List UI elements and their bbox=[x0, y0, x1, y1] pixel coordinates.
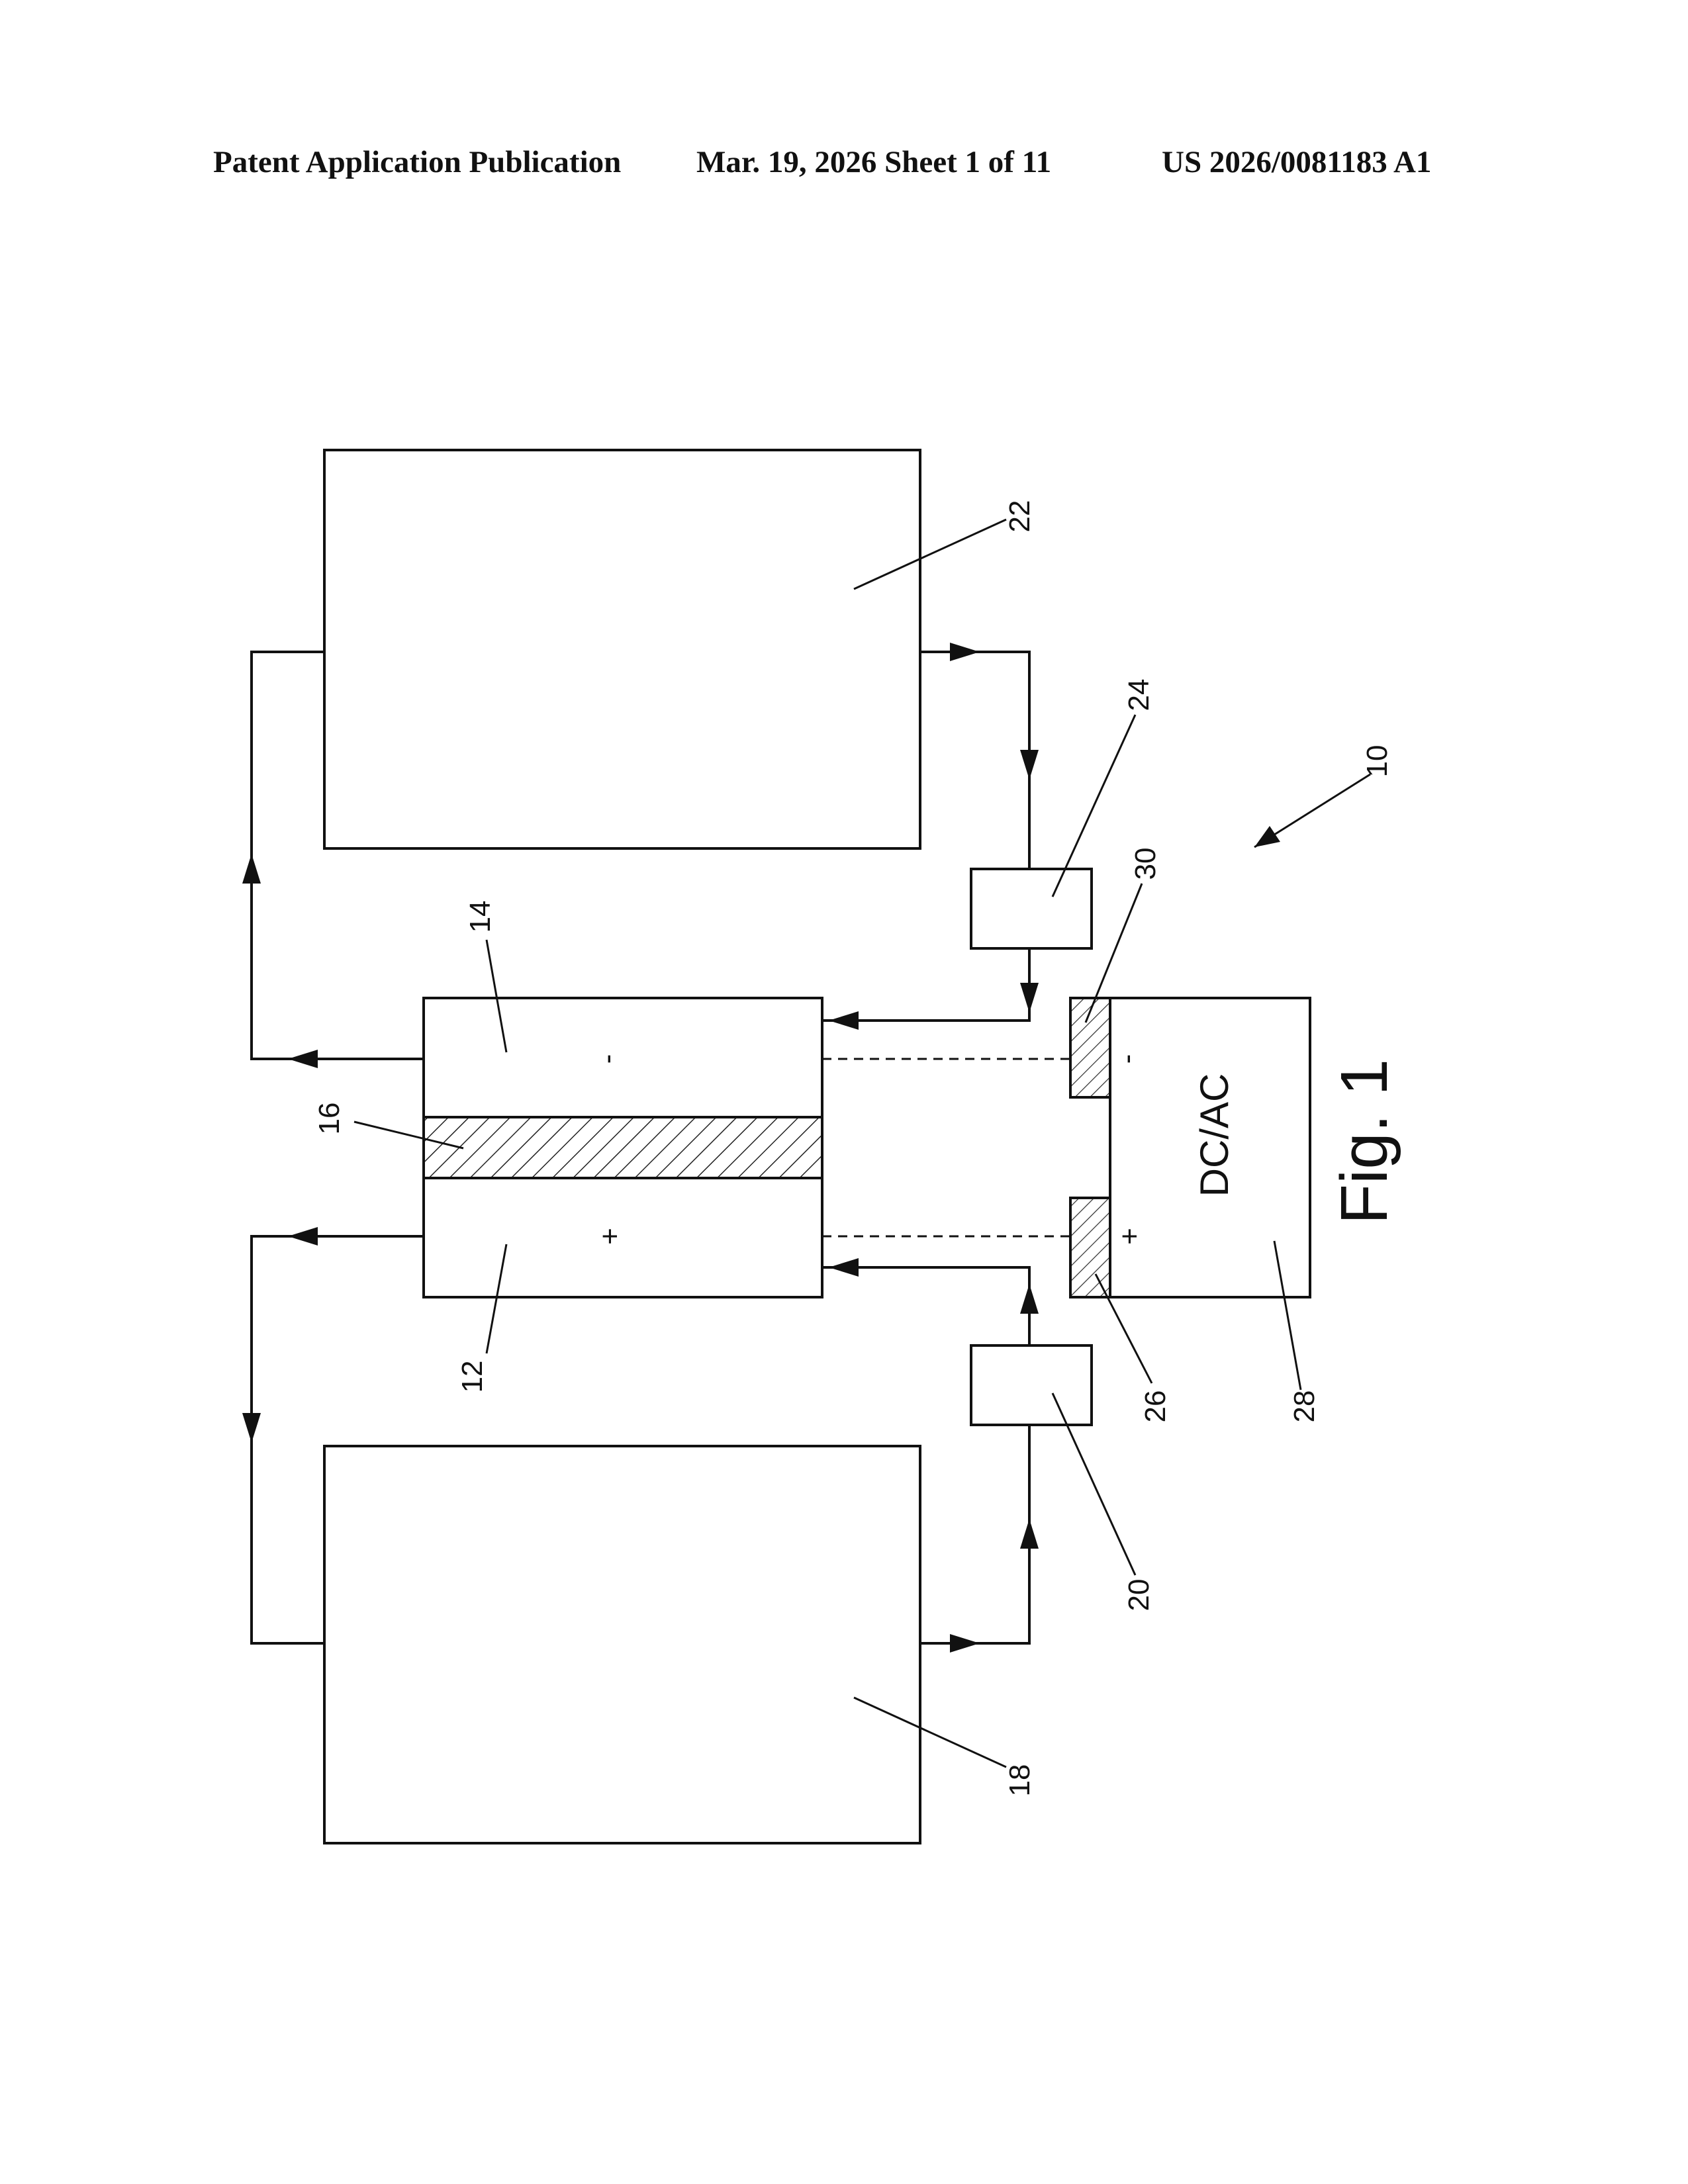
leader-20 bbox=[1053, 1393, 1135, 1575]
leader-28 bbox=[1274, 1241, 1301, 1390]
ref-22: 22 bbox=[1004, 500, 1036, 533]
cell-negative-sign: - bbox=[591, 1054, 624, 1064]
membrane bbox=[424, 1117, 822, 1178]
cell-positive-sign: + bbox=[594, 1228, 626, 1245]
arrow-icon bbox=[1254, 826, 1280, 847]
pipe-positive-tank-to-pump bbox=[920, 1425, 1029, 1643]
pipe-cell-to-positive-tank bbox=[252, 1236, 424, 1643]
leader-14 bbox=[487, 940, 506, 1052]
arrow-right-icon bbox=[950, 1634, 980, 1653]
ref-30: 30 bbox=[1129, 848, 1162, 880]
arrow-left-icon bbox=[829, 1011, 859, 1030]
positive-terminal bbox=[1070, 1198, 1110, 1297]
arrow-down-icon bbox=[1020, 983, 1039, 1013]
pipe-negative-tank-to-pump bbox=[920, 652, 1029, 869]
ref-18: 18 bbox=[1004, 1764, 1036, 1797]
arrow-up-icon bbox=[1020, 1519, 1039, 1549]
positive-tank bbox=[324, 1446, 920, 1843]
ref-16: 16 bbox=[313, 1103, 346, 1135]
leader-26 bbox=[1096, 1274, 1152, 1383]
negative-tank bbox=[324, 450, 920, 848]
ref-26: 26 bbox=[1139, 1390, 1172, 1423]
arrow-up-icon bbox=[242, 854, 261, 884]
converter-negative-sign: - bbox=[1111, 1054, 1143, 1064]
negative-pump bbox=[971, 869, 1092, 948]
arrow-up-icon bbox=[1020, 1284, 1039, 1314]
ref-28: 28 bbox=[1288, 1390, 1321, 1423]
figure-caption: Fig. 1 bbox=[1327, 1059, 1401, 1224]
ref-12: 12 bbox=[456, 1361, 489, 1393]
arrow-right-icon bbox=[950, 643, 980, 661]
ref-20: 20 bbox=[1123, 1579, 1155, 1612]
pipe-cell-to-negative-tank bbox=[252, 652, 424, 1059]
leader-18 bbox=[854, 1698, 1006, 1767]
ref-10: 10 bbox=[1361, 745, 1393, 778]
converter-positive-sign: + bbox=[1113, 1228, 1146, 1245]
ref-24: 24 bbox=[1123, 679, 1155, 711]
arrow-left-icon bbox=[829, 1258, 859, 1277]
converter-label: DC/AC bbox=[1192, 1073, 1237, 1197]
leader-24 bbox=[1053, 715, 1135, 897]
arrow-down-icon bbox=[242, 1413, 261, 1443]
leader-22 bbox=[854, 520, 1006, 589]
leader-12 bbox=[487, 1244, 506, 1353]
arrow-left-icon bbox=[288, 1227, 318, 1246]
pipe-positive-pump-to-cell bbox=[822, 1267, 1029, 1345]
ref-14: 14 bbox=[464, 901, 496, 933]
arrow-left-icon bbox=[288, 1050, 318, 1068]
leader-30 bbox=[1086, 884, 1142, 1023]
arrow-down-icon bbox=[1020, 750, 1039, 780]
positive-pump bbox=[971, 1345, 1092, 1425]
pipe-negative-pump-to-cell bbox=[822, 948, 1029, 1021]
